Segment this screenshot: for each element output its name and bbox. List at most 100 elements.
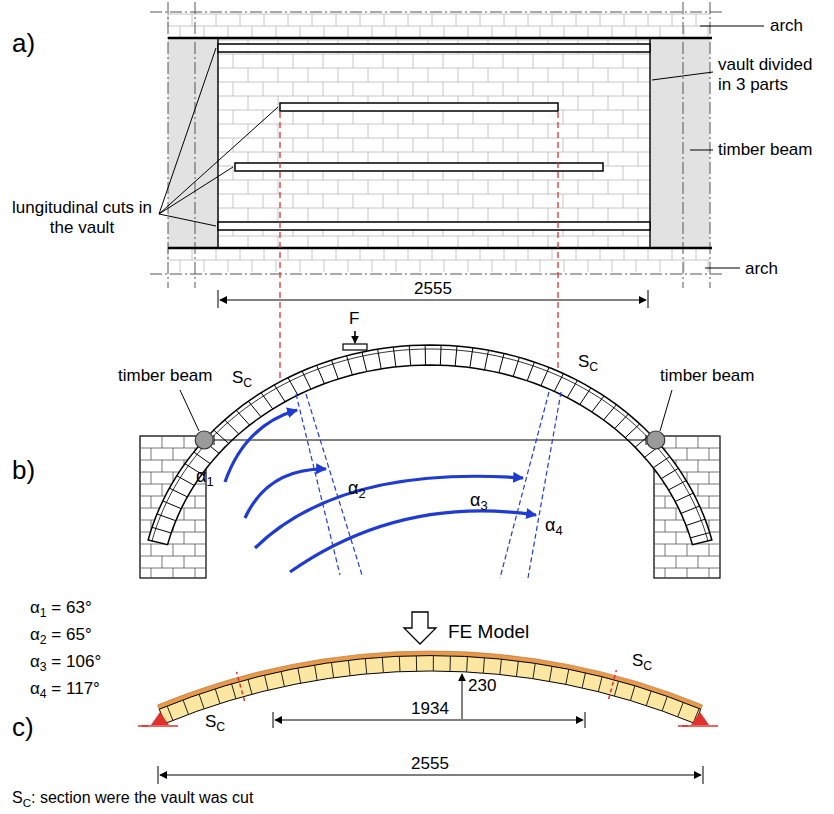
- fe-model: [549, 666, 552, 681]
- brick-pattern: [348, 26, 349, 38]
- masonry-wall: [687, 568, 688, 578]
- fe-model: [646, 691, 651, 706]
- brick-pattern: [648, 14, 649, 26]
- brick-pattern: [420, 26, 421, 38]
- dimension-line: [218, 290, 219, 308]
- brick-pattern: [168, 14, 710, 15]
- brick-pattern: [396, 260, 397, 272]
- brick-pattern: [492, 260, 493, 272]
- vault-plan: [195, 2, 196, 288]
- dimension-line: [158, 674, 703, 784]
- brick-pattern: [564, 260, 565, 272]
- brick-pattern: [300, 260, 301, 272]
- brick-pattern: [218, 124, 650, 125]
- brick-pattern: [218, 208, 650, 209]
- brick-pattern: [218, 138, 650, 139]
- brick-pattern: [233, 54, 234, 68]
- angle-label: α4: [545, 515, 563, 537]
- brick-pattern: [398, 180, 399, 194]
- brick-pattern: [708, 260, 709, 272]
- label-part: = 63°: [47, 598, 92, 617]
- brick-pattern: [263, 110, 264, 124]
- leader-line: [159, 48, 216, 214]
- brick-pattern: [638, 68, 639, 82]
- brick-pattern: [608, 180, 609, 194]
- label-subscript: 2: [358, 486, 365, 501]
- brick-pattern: [368, 208, 369, 222]
- brick-pattern: [684, 260, 685, 272]
- brick-pattern: [548, 68, 549, 82]
- masonry-wall: [173, 568, 174, 578]
- vault-section: [485, 350, 489, 370]
- leader-line: [652, 72, 713, 80]
- brick-pattern: [204, 260, 205, 272]
- masonry-wall: [195, 496, 196, 508]
- brick-pattern: [218, 68, 650, 69]
- vault-section: [580, 388, 591, 405]
- brick-pattern: [324, 260, 325, 272]
- masonry-wall: [654, 556, 720, 557]
- brick-pattern: [623, 82, 624, 96]
- fe-model: [582, 673, 585, 688]
- brick-pattern: [323, 82, 324, 96]
- vault-plan: [649, 38, 650, 248]
- dimension-line: [585, 712, 586, 728]
- brick-pattern: [413, 110, 414, 124]
- brick-pattern: [578, 208, 579, 222]
- brick-pattern: [233, 138, 234, 152]
- masonry-wall: [665, 520, 666, 532]
- dimension-line: [703, 766, 704, 784]
- masonry-wall: [140, 436, 141, 448]
- brick-pattern: [233, 82, 234, 96]
- brick-pattern: [563, 194, 564, 208]
- brick-pattern: [548, 180, 549, 194]
- brick-pattern: [503, 82, 504, 96]
- brick-pattern: [533, 110, 534, 124]
- brick-pattern: [552, 248, 553, 260]
- fe-model: [232, 684, 236, 699]
- masonry-wall: [195, 568, 196, 578]
- brick-pattern: [624, 14, 625, 26]
- brick-pattern: [458, 208, 459, 222]
- fe-model: [199, 694, 204, 709]
- brick-pattern: [293, 194, 294, 208]
- brick-pattern: [308, 208, 309, 222]
- brick-pattern: [548, 124, 549, 138]
- section-label: SC: [632, 651, 652, 671]
- brick-pattern: [503, 110, 504, 124]
- vault-section: [455, 346, 457, 366]
- brick-pattern: [372, 260, 373, 272]
- masonry-wall: [698, 460, 699, 472]
- panel-letter: a): [12, 28, 35, 59]
- part-label: timber beam: [718, 140, 812, 160]
- leader-line: [180, 390, 199, 431]
- brick-pattern: [180, 260, 181, 272]
- brick-pattern: [623, 166, 624, 180]
- brick-pattern: [218, 54, 650, 55]
- transition-arrow: [404, 612, 436, 644]
- brick-pattern: [503, 54, 504, 68]
- vault-section: [214, 440, 646, 441]
- fe-model: [215, 689, 220, 704]
- brick-pattern: [368, 68, 369, 82]
- brick-pattern: [456, 248, 457, 260]
- brick-pattern: [248, 68, 249, 82]
- brick-pattern: [600, 14, 601, 26]
- brick-pattern: [593, 194, 594, 208]
- dimension-value: 2555: [411, 754, 449, 774]
- brick-pattern: [218, 152, 650, 153]
- fe-model: [167, 706, 173, 720]
- brick-pattern: [563, 138, 564, 152]
- vault-section: [669, 481, 687, 490]
- brick-pattern: [263, 82, 264, 96]
- vault-plan: [710, 2, 711, 288]
- brick-pattern: [293, 54, 294, 68]
- section-label: SC: [578, 352, 598, 372]
- vault-plan: [218, 222, 650, 230]
- angle-label: α3: [470, 490, 488, 512]
- label-part: S: [578, 352, 589, 371]
- label-subscript: C: [216, 720, 225, 734]
- part-label: lungitudinal cuts in the vault: [7, 198, 157, 239]
- brick-pattern: [473, 82, 474, 96]
- brick-pattern: [638, 180, 639, 194]
